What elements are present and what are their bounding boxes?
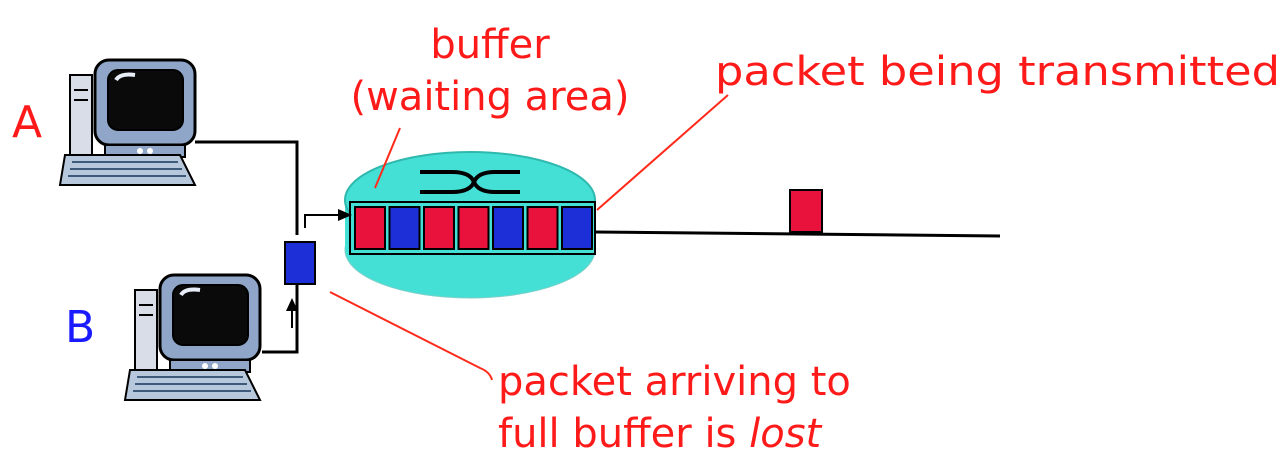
buffer-label-line1: buffer	[430, 22, 550, 68]
queued-packet-3	[423, 206, 455, 250]
host-b-computer-icon	[123, 273, 262, 401]
lost-label-line2: full buffer is lost	[498, 411, 823, 455]
queued-packet-5	[492, 206, 524, 250]
arrow-up-icon	[286, 298, 298, 328]
queue-packets	[354, 206, 593, 250]
arriving-packet	[284, 241, 316, 285]
arrow-into-buffer-icon	[304, 209, 352, 228]
pointer-transmitted	[596, 94, 729, 211]
buffer-label-line2: (waiting area)	[350, 74, 629, 120]
lost-label-prefix: full buffer is	[498, 411, 749, 455]
host-a-label: A	[12, 97, 42, 148]
host-a-computer-icon	[58, 58, 197, 186]
link-host-a	[195, 140, 299, 235]
transmitting-packet	[789, 189, 823, 233]
pointer-buffer	[374, 127, 401, 189]
router-switch-icon	[420, 170, 520, 194]
link-host-b	[262, 285, 299, 354]
queued-packet-6	[526, 206, 559, 250]
queued-packet-2	[388, 206, 421, 250]
host-b-label: B	[65, 302, 95, 353]
queued-packet-1	[354, 206, 386, 250]
queued-packet-7	[561, 206, 593, 250]
lost-label-emphasis: lost	[749, 411, 822, 455]
transmitted-label: packet being transmitted	[715, 49, 1280, 95]
queued-packet-4	[457, 206, 490, 250]
outgoing-link	[594, 230, 1001, 238]
pointer-lost	[329, 291, 493, 381]
lost-label-line1: packet arriving to	[498, 359, 851, 405]
